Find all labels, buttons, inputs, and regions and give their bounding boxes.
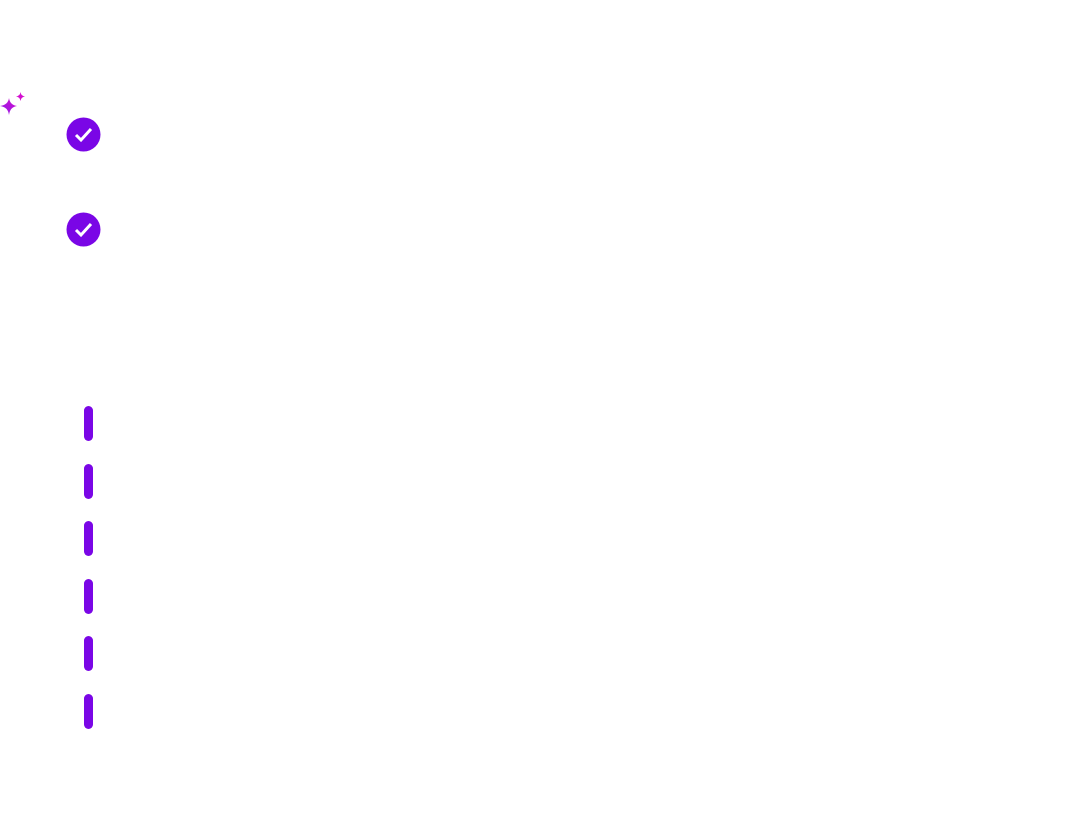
check-circle-icon xyxy=(66,117,101,152)
sparkle-icon xyxy=(0,92,25,115)
timeline-dash xyxy=(84,521,93,556)
timeline-dash xyxy=(84,636,93,671)
timeline-dash xyxy=(84,694,93,729)
timeline-dash xyxy=(84,579,93,614)
timeline-dash xyxy=(84,406,93,441)
check-circle-icon xyxy=(66,212,101,247)
timeline-dash xyxy=(84,464,93,499)
